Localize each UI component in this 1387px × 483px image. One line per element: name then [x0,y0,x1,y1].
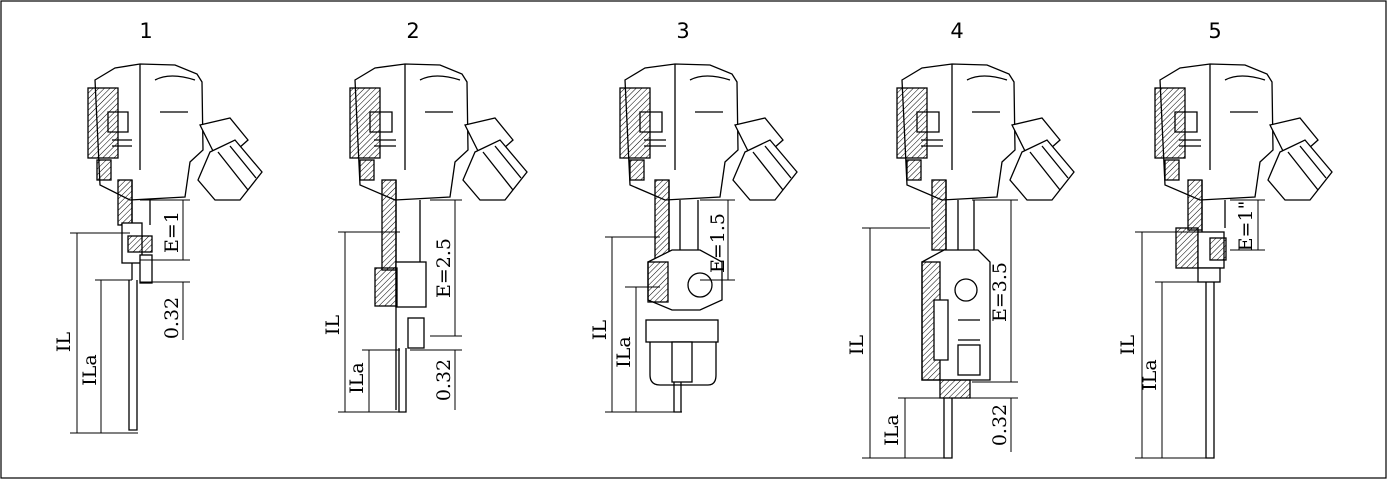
cable-gland [197,117,263,201]
ila-label: ILa [79,354,101,385]
neck-extension [921,179,991,399]
dimension-lines [605,199,735,413]
dimension-lines [70,199,190,434]
cable-gland [462,117,528,201]
figure-4: 4 [846,19,1075,459]
cable-gland [1267,117,1333,201]
cable-gland [732,117,798,201]
e-dimension-label: E=3.5 [989,262,1011,322]
ila-label: ILa [1139,359,1161,390]
thermowell [943,398,953,459]
thermowell [673,382,682,413]
terminal-head [619,63,739,201]
il-label: IL [53,332,75,353]
terminal-head [87,63,204,201]
il-label: IL [846,335,868,356]
offset-label: 0.32 [989,404,1011,446]
figure-number: 2 [406,19,419,43]
neck-extension [645,179,723,386]
figure-number: 3 [676,19,689,43]
terminal-head [1154,63,1274,201]
offset-label: 0.32 [433,359,455,401]
figure-5: 5 [1117,19,1333,459]
cable-gland [1009,117,1075,201]
dimension-lines [1135,199,1265,459]
thermowell [1205,282,1215,459]
neck-extension [374,179,427,410]
il-label: IL [589,320,611,341]
thermowell [128,280,138,431]
e-dimension-label: E=1" [1235,201,1257,252]
il-label: IL [1117,335,1139,356]
terminal-head [896,63,1016,201]
figure-3: 3 [589,19,798,413]
figure-number: 5 [1208,19,1221,43]
ila-label: ILa [613,336,635,367]
e-dimension-label: E=2.5 [433,238,455,298]
ila-label: ILa [881,414,903,445]
figure-1: 1 [53,19,263,434]
ila-label: ILa [346,362,368,393]
offset-label: 0.32 [161,297,183,339]
dimension-lines [862,199,1018,459]
dimension-lines [338,199,462,413]
e-dimension-label: E=1.5 [707,213,729,273]
neck-extension [1175,179,1227,283]
figure-2: 2 [322,19,528,413]
figure-number: 1 [139,19,152,43]
figure-number: 4 [950,19,963,43]
terminal-head [349,63,469,201]
il-label: IL [322,315,344,336]
e-dimension-label: E=1 [161,211,183,253]
neck-extension [117,179,153,284]
thermowell [398,348,407,413]
